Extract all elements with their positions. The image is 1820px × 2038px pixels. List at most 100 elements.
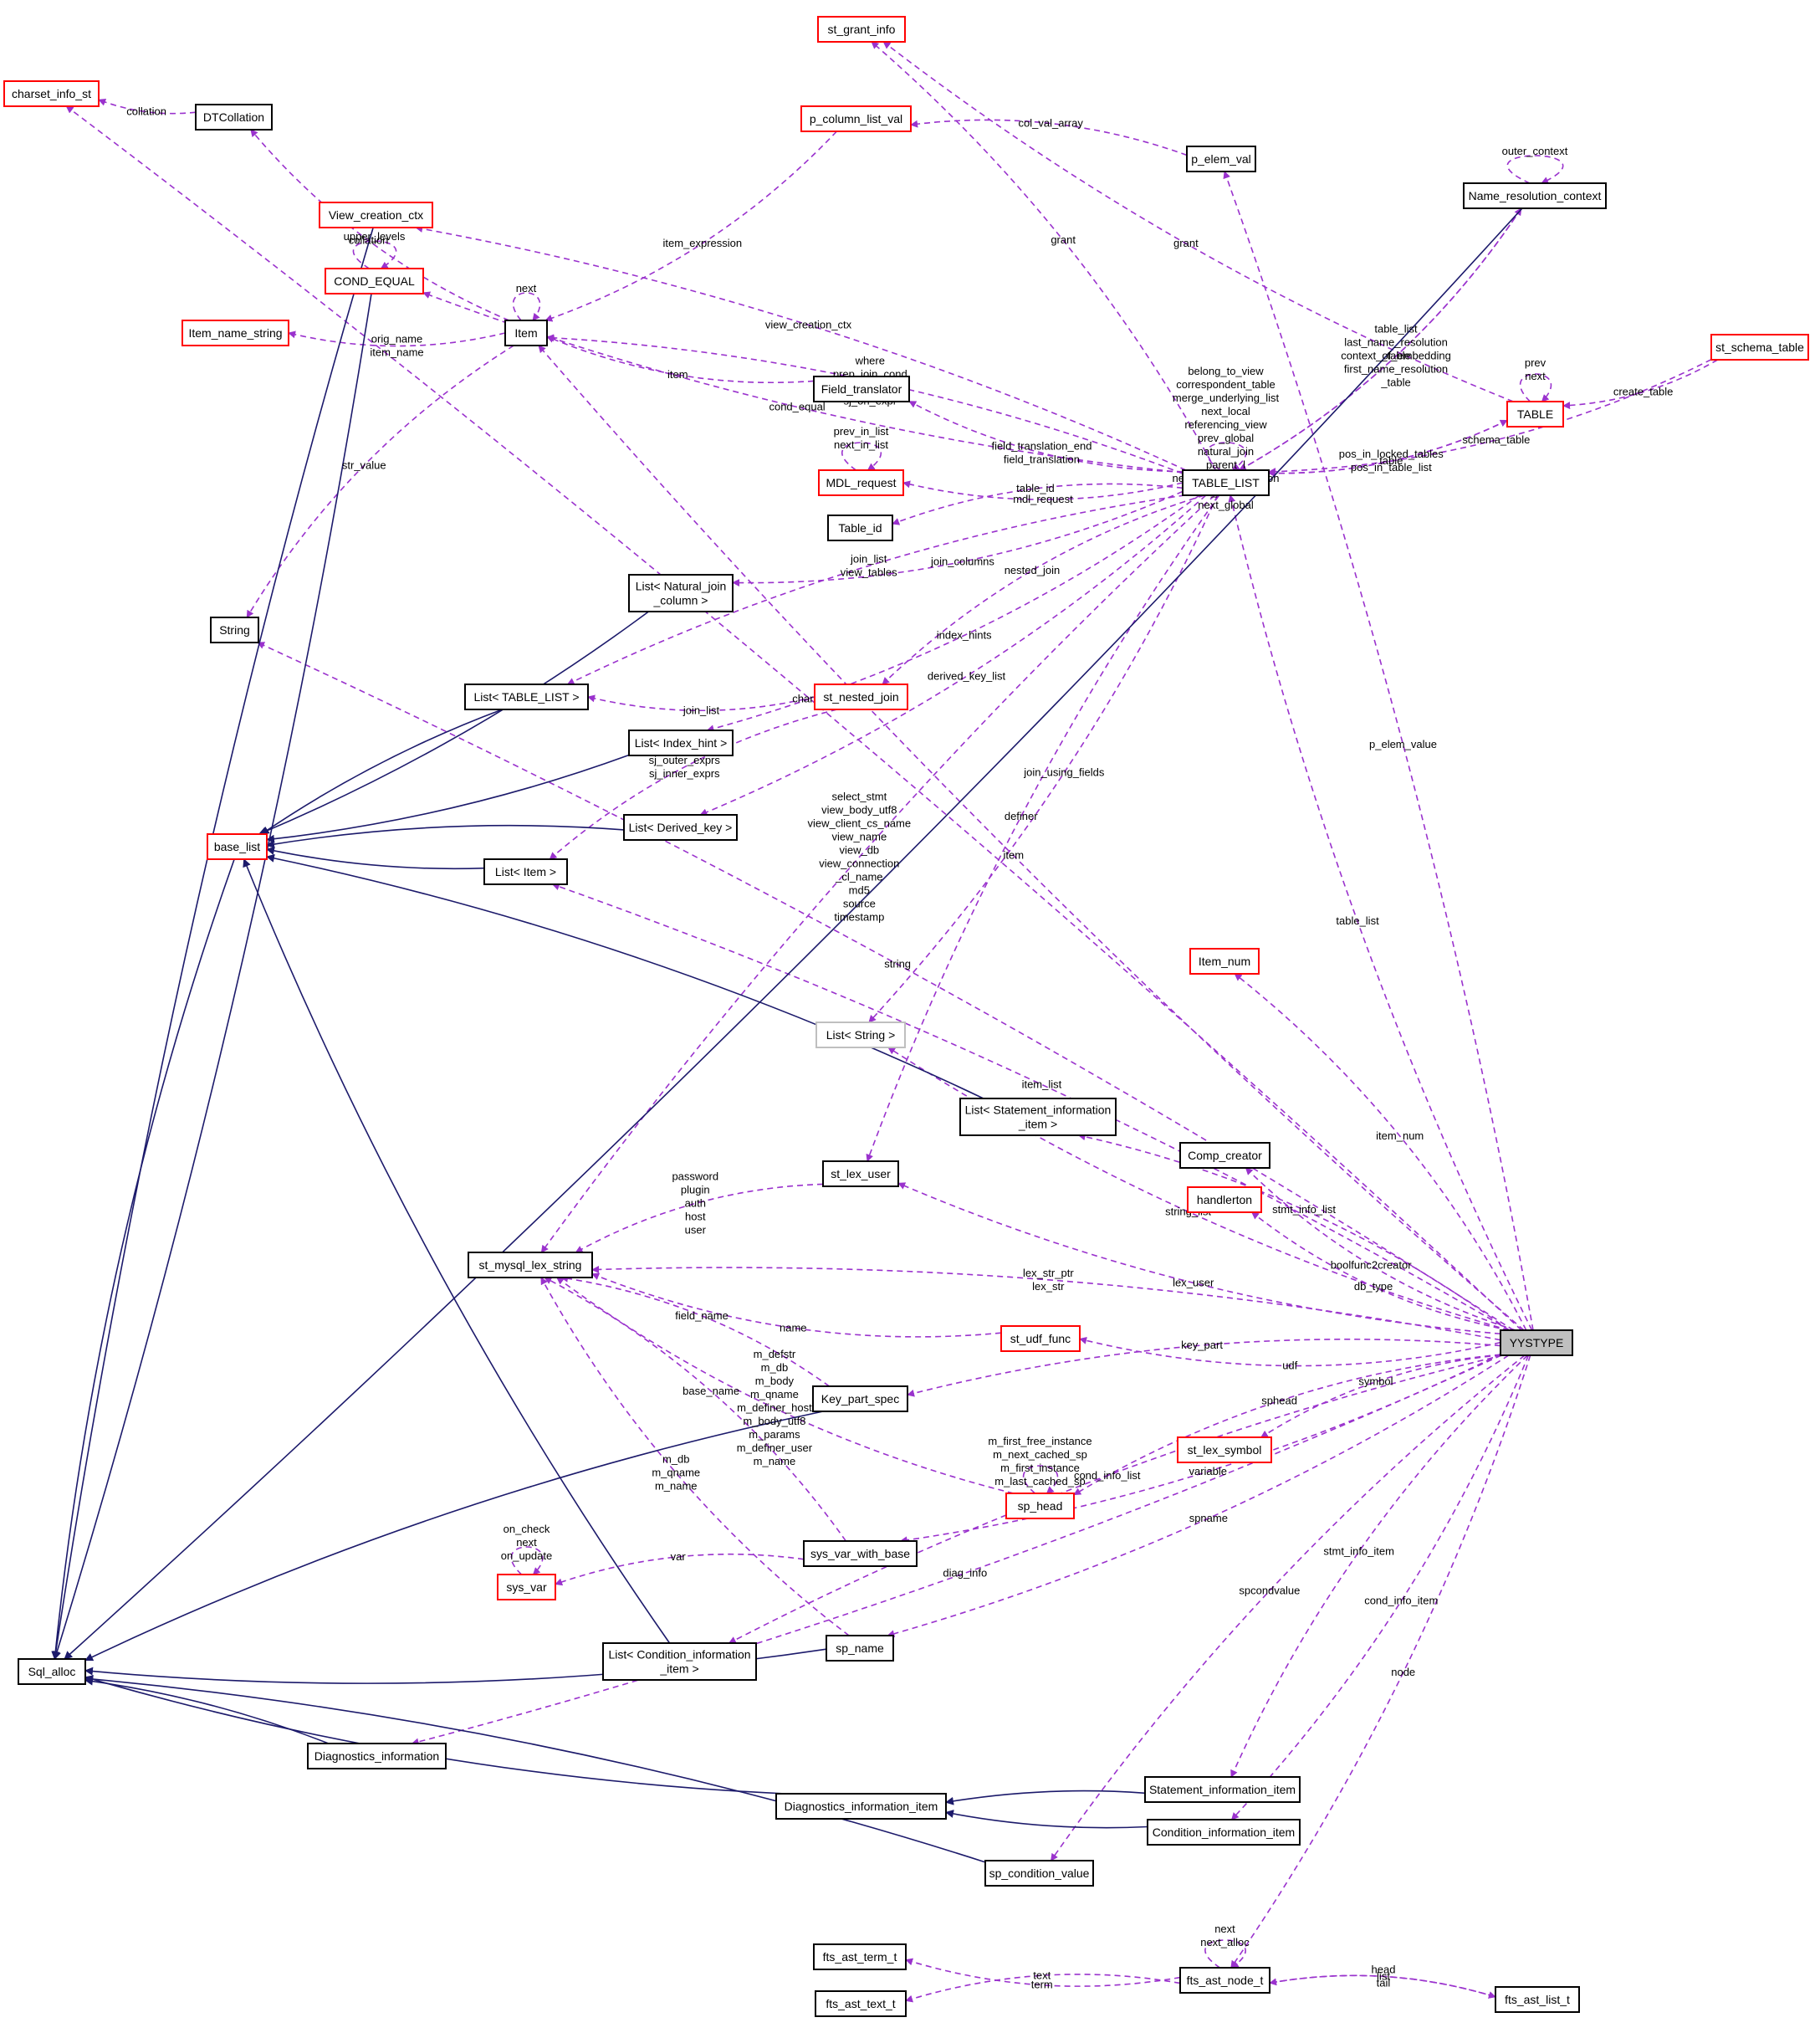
node-box[interactable] bbox=[800, 105, 912, 132]
node-List_Statement_information[interactable]: List< Statement_information_item > bbox=[959, 1098, 1117, 1136]
node-base_list[interactable]: base_list bbox=[207, 833, 268, 860]
node-sp_condition_value[interactable]: sp_condition_value bbox=[984, 1860, 1094, 1887]
node-box[interactable] bbox=[813, 1943, 907, 1970]
node-sys_var_with_base[interactable]: sys_var_with_base bbox=[803, 1540, 918, 1567]
node-p_column_list_val[interactable]: p_column_list_val bbox=[800, 105, 912, 132]
node-box[interactable] bbox=[812, 1385, 908, 1412]
node-box[interactable] bbox=[803, 1540, 918, 1567]
node-YYSTYPE[interactable]: YYSTYPE bbox=[1500, 1329, 1573, 1356]
node-Statement_information_item[interactable]: Statement_information_item bbox=[1144, 1776, 1301, 1803]
node-box[interactable] bbox=[207, 833, 268, 860]
node-box[interactable] bbox=[822, 1160, 899, 1187]
node-box[interactable] bbox=[623, 814, 738, 841]
node-box[interactable] bbox=[1177, 1436, 1272, 1463]
node-Item[interactable]: Item bbox=[504, 320, 548, 346]
node-box[interactable] bbox=[1000, 1325, 1081, 1352]
node-box[interactable] bbox=[628, 574, 734, 612]
node-st_nested_join[interactable]: st_nested_join bbox=[814, 684, 908, 710]
node-Key_part_spec[interactable]: Key_part_spec bbox=[812, 1385, 908, 1412]
node-box[interactable] bbox=[1186, 146, 1256, 172]
node-box[interactable] bbox=[1187, 1186, 1262, 1213]
node-box[interactable] bbox=[1506, 401, 1564, 428]
node-List_Condition_information[interactable]: List< Condition_information_item > bbox=[602, 1642, 757, 1681]
node-box[interactable] bbox=[1495, 1986, 1580, 2013]
node-box[interactable] bbox=[210, 617, 259, 643]
node-box[interactable] bbox=[984, 1860, 1094, 1887]
node-box[interactable] bbox=[815, 1990, 907, 2017]
node-String[interactable]: String bbox=[210, 617, 259, 643]
node-box[interactable] bbox=[307, 1743, 447, 1769]
node-box[interactable] bbox=[1189, 948, 1260, 975]
node-List_Item[interactable]: List< Item > bbox=[483, 858, 568, 885]
node-fts_ast_list_t[interactable]: fts_ast_list_t bbox=[1495, 1986, 1580, 2013]
node-box[interactable] bbox=[602, 1642, 757, 1681]
node-Diagnostics_information[interactable]: Diagnostics_information bbox=[307, 1743, 447, 1769]
node-Diagnostics_information_item[interactable]: Diagnostics_information_item bbox=[775, 1793, 947, 1820]
node-box[interactable] bbox=[1710, 334, 1809, 361]
node-box[interactable] bbox=[483, 858, 568, 885]
node-List_TABLE_LIST[interactable]: List< TABLE_LIST > bbox=[464, 684, 589, 710]
node-Comp_creator[interactable]: Comp_creator bbox=[1179, 1142, 1270, 1169]
node-p_elem_val[interactable]: p_elem_val bbox=[1186, 146, 1256, 172]
node-box[interactable] bbox=[775, 1793, 947, 1820]
node-st_schema_table[interactable]: st_schema_table bbox=[1710, 334, 1809, 361]
node-box[interactable] bbox=[826, 1635, 894, 1662]
node-sp_name[interactable]: sp_name bbox=[826, 1635, 894, 1662]
node-box[interactable] bbox=[504, 320, 548, 346]
node-charset_info_st[interactable]: charset_info_st bbox=[3, 80, 100, 107]
node-Field_translator[interactable]: Field_translator bbox=[813, 376, 910, 402]
node-box[interactable] bbox=[181, 320, 289, 346]
node-sys_var[interactable]: sys_var bbox=[497, 1574, 556, 1600]
node-box[interactable] bbox=[319, 202, 433, 228]
node-View_creation_ctx[interactable]: View_creation_ctx bbox=[319, 202, 433, 228]
node-st_lex_symbol[interactable]: st_lex_symbol bbox=[1177, 1436, 1272, 1463]
node-box[interactable] bbox=[815, 1022, 906, 1048]
node-Condition_information_item[interactable]: Condition_information_item bbox=[1147, 1819, 1301, 1846]
node-st_grant_info[interactable]: st_grant_info bbox=[817, 16, 906, 43]
node-DTCollation[interactable]: DTCollation bbox=[195, 104, 273, 131]
node-box[interactable] bbox=[325, 268, 424, 294]
node-box[interactable] bbox=[1182, 469, 1270, 496]
node-box[interactable] bbox=[814, 684, 908, 710]
node-box[interactable] bbox=[959, 1098, 1117, 1136]
node-box[interactable] bbox=[818, 469, 904, 496]
node-box[interactable] bbox=[628, 730, 734, 756]
node-box[interactable] bbox=[813, 376, 910, 402]
node-fts_ast_node_t[interactable]: fts_ast_node_t bbox=[1179, 1967, 1270, 1994]
node-COND_EQUAL[interactable]: COND_EQUAL bbox=[325, 268, 424, 294]
node-Sql_alloc[interactable]: Sql_alloc bbox=[18, 1658, 86, 1685]
node-st_udf_func[interactable]: st_udf_func bbox=[1000, 1325, 1081, 1352]
node-box[interactable] bbox=[18, 1658, 86, 1685]
node-st_mysql_lex_string[interactable]: st_mysql_lex_string bbox=[468, 1252, 593, 1278]
node-fts_ast_text_t[interactable]: fts_ast_text_t bbox=[815, 1990, 907, 2017]
node-box[interactable] bbox=[497, 1574, 556, 1600]
node-List_Derived_key[interactable]: List< Derived_key > bbox=[623, 814, 738, 841]
node-Item_num[interactable]: Item_num bbox=[1189, 948, 1260, 975]
node-box[interactable] bbox=[468, 1252, 593, 1278]
node-handlerton[interactable]: handlerton bbox=[1187, 1186, 1262, 1213]
node-Name_resolution_context[interactable]: Name_resolution_context bbox=[1463, 182, 1607, 209]
node-List_Index_hint[interactable]: List< Index_hint > bbox=[628, 730, 734, 756]
node-box[interactable] bbox=[195, 104, 273, 131]
node-TABLE_LIST[interactable]: TABLE_LIST bbox=[1182, 469, 1270, 496]
node-fts_ast_term_t[interactable]: fts_ast_term_t bbox=[813, 1943, 907, 1970]
node-box[interactable] bbox=[3, 80, 100, 107]
node-box[interactable] bbox=[464, 684, 589, 710]
node-box[interactable] bbox=[817, 16, 906, 43]
node-box[interactable] bbox=[1005, 1493, 1075, 1519]
node-List_Natural_join[interactable]: List< Natural_join_column > bbox=[628, 574, 734, 612]
node-box[interactable] bbox=[1179, 1967, 1270, 1994]
node-box[interactable] bbox=[1179, 1142, 1270, 1169]
node-List_String[interactable]: List< String > bbox=[815, 1022, 906, 1048]
node-box[interactable] bbox=[1500, 1329, 1573, 1356]
node-st_lex_user[interactable]: st_lex_user bbox=[822, 1160, 899, 1187]
node-TABLE[interactable]: TABLE bbox=[1506, 401, 1564, 428]
node-box[interactable] bbox=[1147, 1819, 1301, 1846]
node-box[interactable] bbox=[1144, 1776, 1301, 1803]
node-box[interactable] bbox=[827, 515, 893, 541]
node-MDL_request[interactable]: MDL_request bbox=[818, 469, 904, 496]
node-sp_head[interactable]: sp_head bbox=[1005, 1493, 1075, 1519]
node-Table_id[interactable]: Table_id bbox=[827, 515, 893, 541]
node-Item_name_string[interactable]: Item_name_string bbox=[181, 320, 289, 346]
node-box[interactable] bbox=[1463, 182, 1607, 209]
